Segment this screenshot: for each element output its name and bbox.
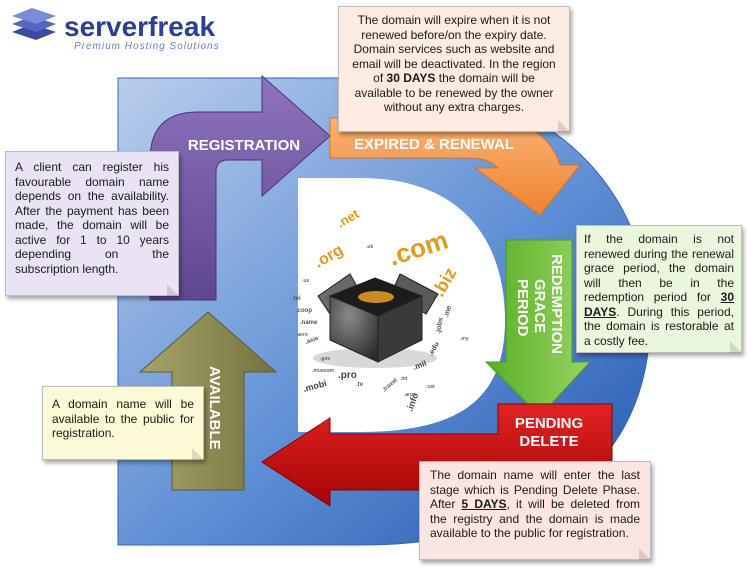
tld-tv: .tv — [356, 382, 364, 388]
logo-tagline: Premium Hosting Solutions — [74, 41, 220, 52]
registration-note: A client can register his favourable dom… — [5, 151, 179, 296]
expired-note-text-2: the domain will be available to be renew… — [354, 71, 554, 114]
tld-my: .my — [460, 336, 469, 342]
registration-arrow — [149, 74, 331, 301]
pending-label-line-2: DELETE — [519, 433, 578, 450]
tld-us: .us — [302, 278, 309, 284]
tld-cat: .cat — [426, 384, 435, 390]
redemption-arrow — [484, 239, 592, 417]
tld-me: .me — [443, 305, 453, 319]
pending-note: The domain name will enter the last stag… — [419, 461, 651, 560]
registration-label: REGISTRATION — [188, 137, 300, 154]
tld-coop: .coop — [296, 308, 312, 314]
tld-pro: .pro — [338, 370, 357, 381]
redemption-note-text-2: . During this period, the domain is rest… — [584, 304, 734, 348]
redemption-note-text-1: If the domain is not renewed during the … — [584, 232, 734, 304]
logo-stack-icon: serverfreak Premium Hosting Solutions — [12, 8, 220, 52]
serverfreak-logo: serverfreak Premium Hosting Solutions — [8, 6, 248, 52]
tld-aero: .aero — [296, 332, 308, 338]
box-front-right — [377, 295, 423, 363]
tld-tel: .tel — [292, 296, 301, 302]
pending-note-days: 5 DAYS — [461, 497, 507, 511]
pending-label-line-1: PENDING — [515, 415, 583, 432]
pending-note-text-2: , it will be deleted from the registry a… — [430, 497, 640, 540]
box-glow — [358, 291, 394, 303]
tld-arpa: .arpa — [404, 392, 416, 398]
redemption-label-line-3: PERIOD — [514, 279, 531, 337]
domain-box-graphic — [313, 273, 439, 368]
redemption-label: REDEMPTION GRACE PERIOD — [514, 254, 565, 354]
tld-gov: .gov — [320, 356, 330, 362]
available-note: A domain name will be available to the p… — [42, 386, 204, 460]
tld-int: .int — [400, 376, 408, 382]
expired-note: The domain will expire when it is not re… — [338, 6, 570, 132]
available-note-text: A domain name will be available to the p… — [52, 397, 194, 440]
redemption-note-days: 30 DAYS — [584, 290, 734, 319]
redemption-label-line-2: GRACE — [531, 279, 548, 333]
tld-mil: .mil — [412, 359, 428, 372]
registration-note-text: A client can register his favourable dom… — [15, 160, 169, 276]
tld-asia: .asia — [305, 335, 320, 345]
expired-note-days: 30 DAYS — [386, 71, 436, 85]
tld-jobs: .jobs — [435, 317, 445, 334]
redemption-note: If the domain is not renewed during the … — [576, 225, 742, 353]
logo-name: serverfreak — [64, 11, 215, 42]
tld-uk: .uk — [366, 244, 373, 250]
expired-renewal-label: EXPIRED & RENEWAL — [354, 136, 514, 153]
pending-note-text-1: The domain name will enter the last stag… — [430, 468, 640, 511]
tld-museum: .museum — [312, 368, 335, 374]
available-label: AVAILABLE — [206, 366, 223, 450]
expired-note-text-1: The domain will expire when it is not re… — [352, 13, 556, 85]
redemption-label-line-1: REDEMPTION — [548, 254, 565, 354]
tld-name: .name — [300, 320, 318, 326]
